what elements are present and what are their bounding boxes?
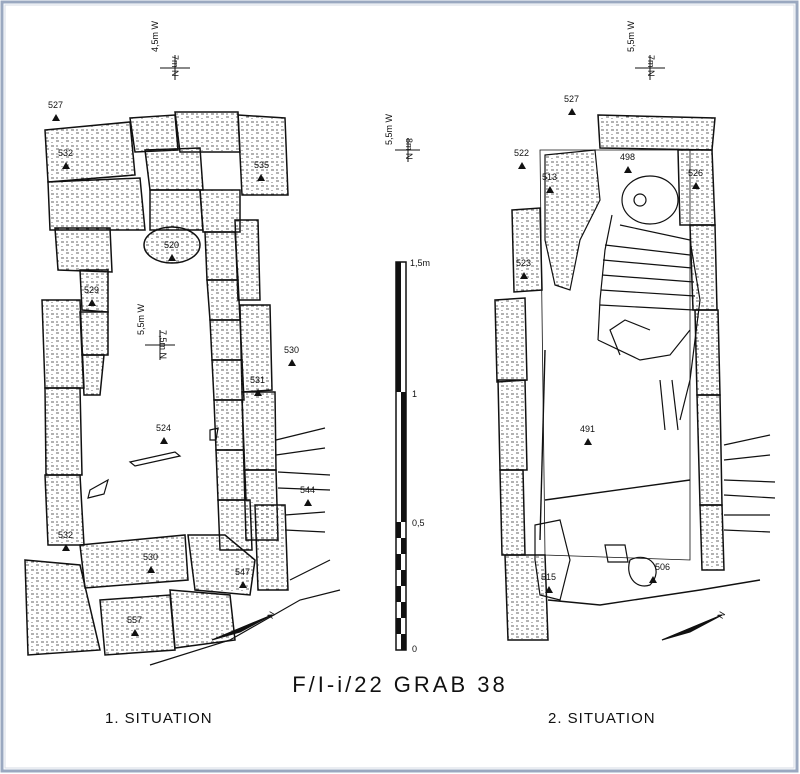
elev-marker	[88, 299, 96, 306]
elev-557-s1: 557	[127, 615, 143, 625]
elev-marker	[62, 162, 70, 169]
coord-n-top-2: 7m N	[646, 55, 656, 77]
scale-label-0: 0	[412, 644, 418, 654]
elev-532-s1: 532	[58, 148, 74, 158]
scale-label-1-5m: 1,5m	[410, 258, 431, 268]
elev-527-s1: 527	[48, 100, 64, 110]
elev-532b-s1: 532	[58, 530, 74, 540]
elev-marker	[131, 629, 139, 636]
elev-marker	[545, 586, 553, 593]
scale-label-0-5: 0,5	[412, 518, 425, 528]
elev-marker	[254, 389, 262, 396]
stone-wall-east	[204, 219, 289, 591]
north-arrow-1	[211, 614, 273, 641]
elev-marker	[624, 166, 632, 173]
coord-n-mid-1: 7,5m N	[158, 330, 168, 360]
elev-530b-s1: 530	[143, 552, 159, 562]
elev-marker	[62, 544, 70, 551]
situation-2-label: 2. SITUATION	[548, 710, 656, 727]
coord-w-center: 5,5m W	[384, 113, 394, 145]
elev-marker	[649, 576, 657, 583]
elev-531-s1: 531	[250, 375, 266, 385]
elev-491-s2: 491	[580, 424, 596, 434]
elev-marker	[584, 438, 592, 445]
elev-527-s2: 527	[564, 94, 580, 104]
stone-520	[143, 226, 201, 264]
elev-marker	[147, 566, 155, 573]
grave-goods	[534, 149, 657, 601]
elev-marker	[520, 272, 528, 279]
coord-n-center: 8m N	[404, 138, 414, 160]
drawing-title: F/I-i/22 GRAB 38	[292, 672, 508, 697]
elev-544-s1: 544	[300, 485, 316, 495]
elev-marker	[239, 581, 247, 588]
elev-506-s2: 506	[655, 562, 671, 572]
elev-marker	[304, 499, 312, 506]
stone-wall-north	[44, 111, 289, 233]
elev-524-s1: 524	[156, 423, 172, 433]
coord-w-top-1: 4,5m W	[150, 20, 160, 52]
elev-530-s1: 530	[284, 345, 300, 355]
coord-crosshair-1	[145, 55, 665, 360]
elev-marker	[568, 108, 576, 115]
outflow-lines-1	[87, 427, 341, 666]
elev-535-s1: 535	[254, 160, 270, 170]
stone-wall-south	[24, 534, 256, 656]
coord-w-top-2: 5,5m W	[626, 20, 636, 52]
scale-label-1: 1	[412, 389, 418, 399]
elev-515-s2: 515	[541, 572, 557, 582]
stone-wall-west	[41, 227, 113, 546]
elev-547-s1: 547	[235, 567, 251, 577]
north-arrow-2	[661, 614, 723, 641]
elev-marker	[257, 174, 265, 181]
elev-529-s1: 529	[84, 285, 100, 295]
elev-522-s2: 522	[514, 148, 530, 158]
elev-marker	[518, 162, 526, 169]
elev-523-s2: 523	[516, 258, 532, 268]
skeleton	[597, 175, 701, 431]
elev-marker	[168, 254, 176, 261]
coord-w-mid-1: 5,5m W	[136, 303, 146, 335]
elev-513-s2: 513	[542, 172, 558, 182]
coord-n-top-1: 7m N	[170, 55, 180, 77]
elev-marker	[692, 182, 700, 189]
elev-520-s1: 520	[164, 240, 180, 250]
elev-marker	[288, 359, 296, 366]
elev-526-s2: 526	[688, 168, 704, 178]
situation-1-label: 1. SITUATION	[105, 710, 213, 727]
elev-marker	[160, 437, 168, 444]
elev-marker	[52, 114, 60, 121]
elev-marker	[546, 186, 554, 193]
outflow-lines-2	[723, 434, 776, 533]
elev-498-s2: 498	[620, 152, 636, 162]
